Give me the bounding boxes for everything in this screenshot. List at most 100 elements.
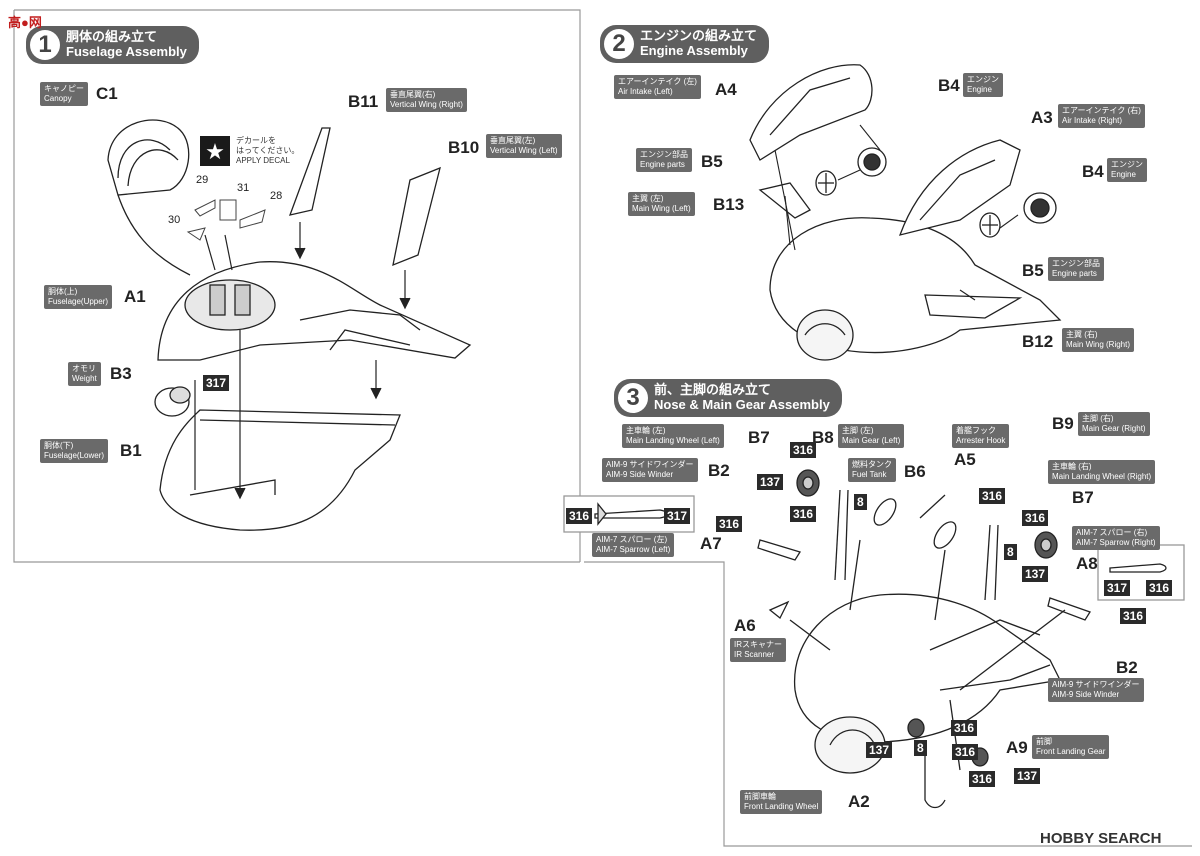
part-label-b8: 主脚 (左)Main Gear (Left): [838, 424, 905, 448]
part-code-a4: A4: [715, 80, 737, 99]
paint-number-316: 316: [566, 508, 593, 524]
decal-number-29: 29: [196, 174, 209, 186]
part-code-b12: B12: [1022, 332, 1054, 351]
part-code-b4-right: B4: [1082, 162, 1104, 181]
part-label-b1: 胴体(下)Fuselage(Lower): [40, 439, 109, 463]
part-code-a9: A9: [1006, 738, 1028, 757]
paint-number-316: 316: [951, 720, 978, 736]
engine-drawing: [749, 64, 1062, 361]
paint-number-316: 316: [952, 744, 979, 760]
part-label-a7: AIM-7 スパロー (左)AIM-7 Sparrow (Left): [592, 533, 675, 557]
part-label-b10: 垂直尾翼(左)Vertical Wing (Left): [486, 134, 562, 158]
paint-number-317: 317: [203, 375, 230, 391]
decal-number-31: 31: [237, 182, 250, 194]
paint-number-316: 316: [969, 771, 996, 787]
part-code-b9: B9: [1052, 414, 1074, 433]
part-code-a7: A7: [700, 534, 722, 553]
step-3-title-ja: 前、主脚の組み立て: [654, 382, 772, 397]
step-3-title-en: Nose & Main Gear Assembly: [654, 396, 830, 412]
part-code-b10: B10: [448, 138, 480, 157]
decal-star-symbol: ★: [200, 136, 230, 166]
paint-number-8: 8: [854, 494, 867, 510]
paint-number-137: 137: [757, 474, 784, 490]
site-watermark: 高●网: [8, 15, 42, 30]
paint-number-137: 137: [866, 742, 893, 758]
part-code-a1: A1: [124, 287, 146, 306]
paint-number-316: 316: [979, 488, 1006, 504]
fuselage-drawing: [107, 119, 472, 531]
part-code-b6: B6: [904, 462, 926, 481]
part-code-b8: B8: [812, 428, 834, 447]
part-code-b2-left: B2: [708, 461, 730, 480]
paint-number-316: 316: [716, 516, 743, 532]
paint-number-137: 137: [1022, 566, 1049, 582]
part-label-b7-right: 主車輪 (右)Main Landing Wheel (Right): [1048, 460, 1156, 484]
paint-number-137: 137: [1014, 768, 1041, 784]
part-code-b11: B11: [348, 92, 379, 111]
paint-number-317: 317: [664, 508, 691, 524]
part-label-b9: 主脚 (右)Main Gear (Right): [1078, 412, 1150, 436]
step-1-title-en: Fuselage Assembly: [66, 43, 187, 59]
part-label-a3: エアーインテイク (右)Air Intake (Right): [1058, 104, 1145, 128]
part-label-b13: 主翼 (左)Main Wing (Left): [628, 192, 695, 216]
paint-number-316: 316: [1022, 510, 1049, 526]
part-code-b4-top: B4: [938, 76, 960, 95]
step-2-title-en: Engine Assembly: [640, 42, 748, 58]
part-code-a8: A8: [1076, 554, 1098, 573]
part-code-b7-left: B7: [748, 428, 770, 447]
svg-text:★: ★: [205, 140, 225, 165]
part-code-b2-right: B2: [1116, 658, 1138, 677]
paint-number-316: 316: [790, 506, 817, 522]
decal-number-30: 30: [168, 214, 181, 226]
decal-shapes: [186, 199, 266, 241]
part-code-a5: A5: [954, 450, 976, 469]
apply-decal-note: デカールを はってください。 APPLY DECAL: [236, 136, 300, 165]
decal-number-28: 28: [270, 190, 283, 202]
part-code-c1: C1: [96, 84, 118, 103]
paint-number-317: 317: [1104, 580, 1131, 596]
step-1-title-ja: 胴体の組み立て: [66, 29, 158, 44]
part-code-b3: B3: [110, 364, 132, 383]
part-label-b12: 主翼 (右)Main Wing (Right): [1062, 328, 1135, 352]
part-code-b7-right: B7: [1072, 488, 1094, 507]
part-code-b5-right: B5: [1022, 261, 1044, 280]
part-label-a4: エアーインテイク (左)Air Intake (Left): [614, 75, 701, 99]
step-3-header: 3 前、主脚の組み立て Nose & Main Gear Assembly: [614, 379, 842, 417]
step-3-number: 3: [618, 383, 648, 413]
section-borders: [13, 9, 1192, 847]
part-label-a8: AIM-7 スパロー (右)AIM-7 Sparrow (Right): [1072, 526, 1160, 550]
paint-number-8: 8: [914, 740, 927, 756]
part-label-a1: 胴体(上)Fuselage(Upper): [44, 285, 113, 309]
step-2-header: 2 エンジンの組み立て Engine Assembly: [600, 25, 770, 63]
part-label-b7-left: 主車輪 (左)Main Landing Wheel (Left): [622, 424, 724, 448]
engine-arrows: [774, 124, 1019, 301]
step-1-header: 1 胴体の組み立て Fuselage Assembly: [26, 26, 199, 64]
paint-number-8: 8: [1004, 544, 1017, 560]
part-label-b11: 垂直尾翼(右)Vertical Wing (Right): [386, 88, 467, 112]
part-code-a6: A6: [734, 616, 756, 635]
paint-number-316: 316: [1120, 608, 1147, 624]
part-code-a3: A3: [1031, 108, 1053, 127]
gear-drawing: [563, 469, 1185, 809]
hobby-search-watermark: HOBBY SEARCH: [1040, 830, 1162, 847]
part-code-b13: B13: [713, 195, 745, 214]
fuselage-arrows: [194, 222, 411, 500]
part-code-a2: A2: [848, 792, 870, 811]
paint-number-316: 316: [1146, 580, 1173, 596]
part-code-b5-left: B5: [701, 152, 723, 171]
